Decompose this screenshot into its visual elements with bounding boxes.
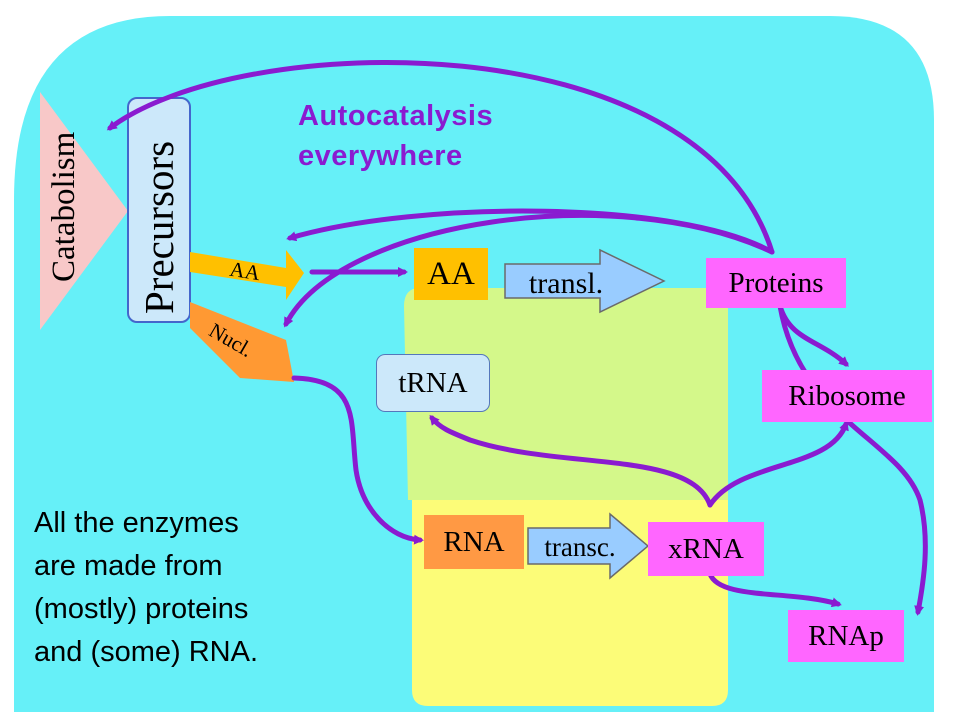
- enzymes-note: All the enzymes are made from (mostly) p…: [34, 502, 364, 674]
- note-line-4: and (some) RNA.: [34, 636, 259, 668]
- xrna-box: xRNA: [648, 522, 764, 576]
- rna-box: RNA: [424, 515, 524, 569]
- precursors-label: Precursors: [136, 140, 182, 314]
- proteins-box: Proteins: [706, 258, 846, 308]
- diagram-title: Autocatalysis everywhere: [298, 96, 618, 176]
- rnap-box: RNAp: [788, 610, 904, 662]
- curve-proteins-to-nucl-arrow: [283, 213, 775, 328]
- note-line-1: All the enzymes: [34, 507, 239, 539]
- note-line-2: are made from: [34, 550, 223, 582]
- curve-xrna-to-rnap: [707, 571, 842, 608]
- yellow-region: [412, 450, 728, 706]
- ribosome-box: Ribosome: [762, 370, 932, 422]
- nucl-block-arrow: [190, 302, 294, 382]
- curve-nucl-to-rna: [291, 375, 424, 545]
- catabolism-triangle: [40, 92, 128, 330]
- aa-box: AA: [414, 248, 488, 300]
- precursors-box: [127, 97, 191, 323]
- transc-label: transc.: [544, 531, 616, 562]
- note-line-3: (mostly) proteins: [34, 593, 249, 625]
- trna-box: tRNA: [376, 354, 490, 412]
- aa-block-arrow: [190, 250, 304, 300]
- title-line-2: everywhere: [298, 140, 463, 172]
- curve-proteins-to-catabolism: [106, 59, 775, 255]
- transc-block-arrow: [527, 512, 650, 580]
- curve-xrna-to-trna: [429, 414, 713, 508]
- transl-label: transl.: [528, 267, 604, 300]
- title-line-1: Autocatalysis: [298, 100, 494, 132]
- catabolism-label: Catabolism: [46, 131, 82, 282]
- curve-xrna-to-ribosome: [707, 420, 849, 508]
- transl-block-arrow: [504, 248, 666, 314]
